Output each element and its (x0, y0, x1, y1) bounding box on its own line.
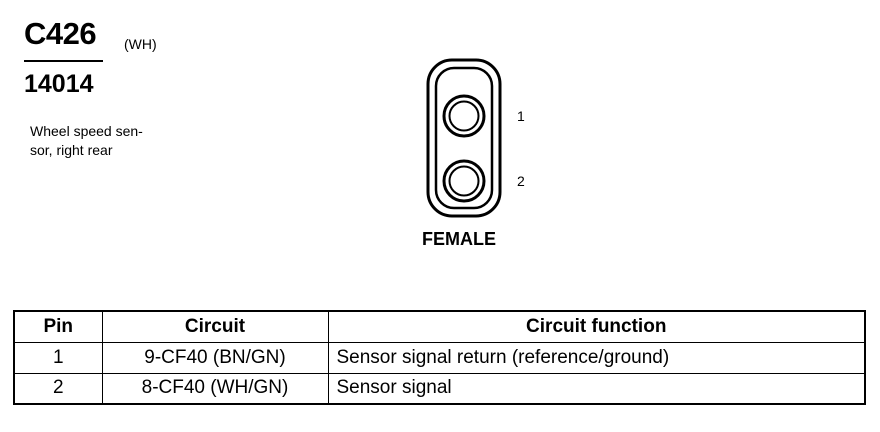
circuit-function-cell: Sensor signal return (reference/ground) (327, 341, 866, 374)
connector-id-underline (24, 60, 103, 62)
description-text: Wheel speed sen- sor, right rear (30, 123, 143, 158)
connector-description: Wheel speed sen- sor, right rear (30, 122, 190, 160)
connector-inner-housing (434, 66, 494, 210)
column-header-circuit-function: Circuit function (327, 310, 866, 343)
table-row: 1 9-CF40 (BN/GN) Sensor signal return (r… (13, 341, 866, 374)
pin-circuit-table: Pin Circuit Circuit function 1 9-CF40 (B… (13, 310, 866, 405)
circuit-function-cell: Sensor signal (327, 372, 866, 405)
circuit-cell: 9-CF40 (BN/GN) (101, 341, 329, 374)
pin-cell: 2 (13, 372, 103, 405)
table-row: 2 8-CF40 (WH/GN) Sensor signal (13, 372, 866, 405)
pin-cell: 1 (13, 341, 103, 374)
circuit-cell: 8-CF40 (WH/GN) (101, 372, 329, 405)
pin-label-1: 1 (517, 108, 525, 124)
connector-id: C426 (24, 16, 97, 51)
table-header-row: Pin Circuit Circuit function (13, 310, 866, 343)
pin-label-2: 2 (517, 173, 525, 189)
pin-cavity-1 (442, 94, 486, 138)
part-number: 14014 (24, 70, 94, 98)
column-header-circuit: Circuit (101, 310, 329, 343)
pin-cavity-2 (442, 159, 486, 203)
connector-face-diagram (426, 58, 502, 218)
connector-gender-label: FEMALE (422, 229, 496, 249)
wire-color-code: (WH) (124, 36, 157, 52)
connector-outer-housing (426, 58, 502, 218)
column-header-pin: Pin (13, 310, 103, 343)
